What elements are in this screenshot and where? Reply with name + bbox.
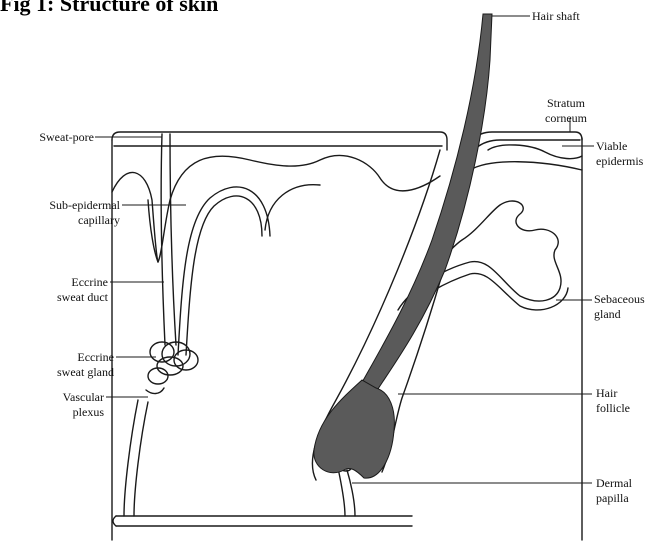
label-sub-epidermal-capillary: Sub-epidermal capillary — [0, 198, 120, 228]
label-dermal-papilla: Dermal papilla — [596, 476, 632, 506]
plexus-vessel-down-inner — [134, 402, 148, 516]
label-eccrine-sweat-gland: Eccrine sweat gland — [6, 350, 114, 380]
epidermis-peak — [265, 185, 320, 230]
epidermal-junction-right-2 — [470, 162, 582, 170]
hair-shaft-group — [314, 14, 492, 478]
label-viable-epidermis: Viable epidermis — [596, 139, 643, 169]
label-sweat-pore: Sweat-pore — [2, 130, 94, 145]
hair-bulb — [314, 380, 395, 478]
label-stratum-corneum: Stratum corneum — [545, 96, 587, 126]
capillary-inner — [186, 196, 262, 355]
label-sebaceous-gland: Sebaceous gland — [594, 292, 645, 322]
epidermal-junction-right — [488, 145, 582, 159]
plexus-vessel-down-outer — [124, 400, 138, 516]
dermal-papilla-inner — [347, 470, 355, 516]
label-vascular-plexus: Vascular plexus — [10, 390, 104, 420]
label-hair-follicle: Hair follicle — [596, 386, 630, 416]
plexus-bottom-vessel-end — [113, 516, 116, 526]
label-hair-shaft: Hair shaft — [532, 9, 580, 24]
hair-shaft — [360, 14, 492, 392]
label-eccrine-sweat-duct: Eccrine sweat duct — [10, 275, 108, 305]
vascular-plexus-left — [146, 388, 164, 394]
sweat-duct-right-wall — [170, 134, 176, 345]
capillary-outer — [178, 187, 270, 355]
stratum-corneum-right — [472, 132, 582, 140]
